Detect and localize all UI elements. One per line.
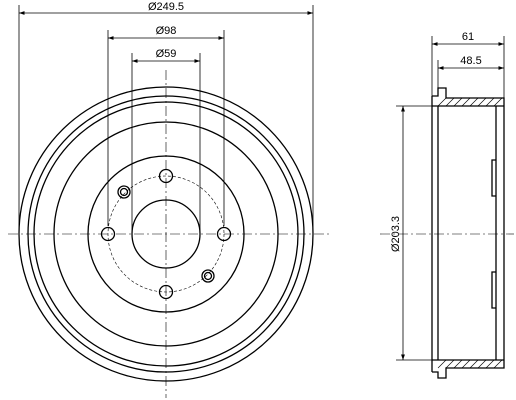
label-center-bore: Ø59 (156, 48, 177, 60)
hatch-bottom-5 (469, 359, 479, 369)
rim-step-top (491, 159, 496, 197)
hatch-bottom-3 (453, 359, 463, 369)
screw-hole-lower-right-inner (203, 271, 213, 281)
inner-friction-circle (53, 121, 279, 347)
hatch-top-4 (461, 97, 471, 107)
hatch-bottom-7 (485, 359, 495, 369)
hatch-top-1 (437, 97, 447, 107)
hatch-bottom-8 (493, 359, 503, 369)
section-hatching-top (437, 97, 503, 107)
pcd-circle (107, 175, 225, 293)
bolt-hole-right (216, 226, 232, 242)
front-view: Ø249.5 Ø98 Ø59 (8, 1, 330, 398)
hatch-bottom-4 (461, 359, 471, 369)
hatch-top-7 (485, 97, 495, 107)
bolt-hole-left (100, 226, 116, 242)
screw-hole-lower-right-outer (201, 269, 215, 283)
bolt-hole-top (158, 168, 174, 184)
hatch-bottom-2 (445, 359, 455, 369)
label-drum-height: 48.5 (460, 55, 481, 67)
screw-hole-upper-left-outer (117, 185, 131, 199)
hatch-bottom-6 (477, 359, 487, 369)
bolt-hole-bottom (158, 284, 174, 300)
hatch-top-2 (445, 97, 455, 107)
hatch-top-5 (469, 97, 479, 107)
hatch-top-8 (493, 97, 503, 107)
hatch-bottom-1 (437, 359, 447, 369)
rim-step-bottom (491, 271, 496, 309)
hatch-top-3 (453, 97, 463, 107)
hub-flange-circle (87, 155, 245, 313)
drum-outer-profile (431, 87, 505, 379)
rim-step-circle-1 (27, 95, 305, 373)
rim-step-circle-2 (33, 101, 299, 367)
locating-screw-holes (117, 185, 215, 283)
side-section-view: 61 48.5 Ø203.3 (380, 31, 514, 379)
label-pcd: Ø98 (156, 25, 177, 37)
screw-hole-upper-left-inner (119, 187, 129, 197)
label-outer-diameter: Ø249.5 (148, 1, 184, 13)
section-hatching-bottom (437, 359, 503, 369)
wheel-bolt-holes (100, 168, 232, 300)
label-inner-diameter: Ø203.3 (390, 216, 402, 252)
label-total-height: 61 (462, 31, 474, 43)
hatch-top-6 (477, 97, 487, 107)
